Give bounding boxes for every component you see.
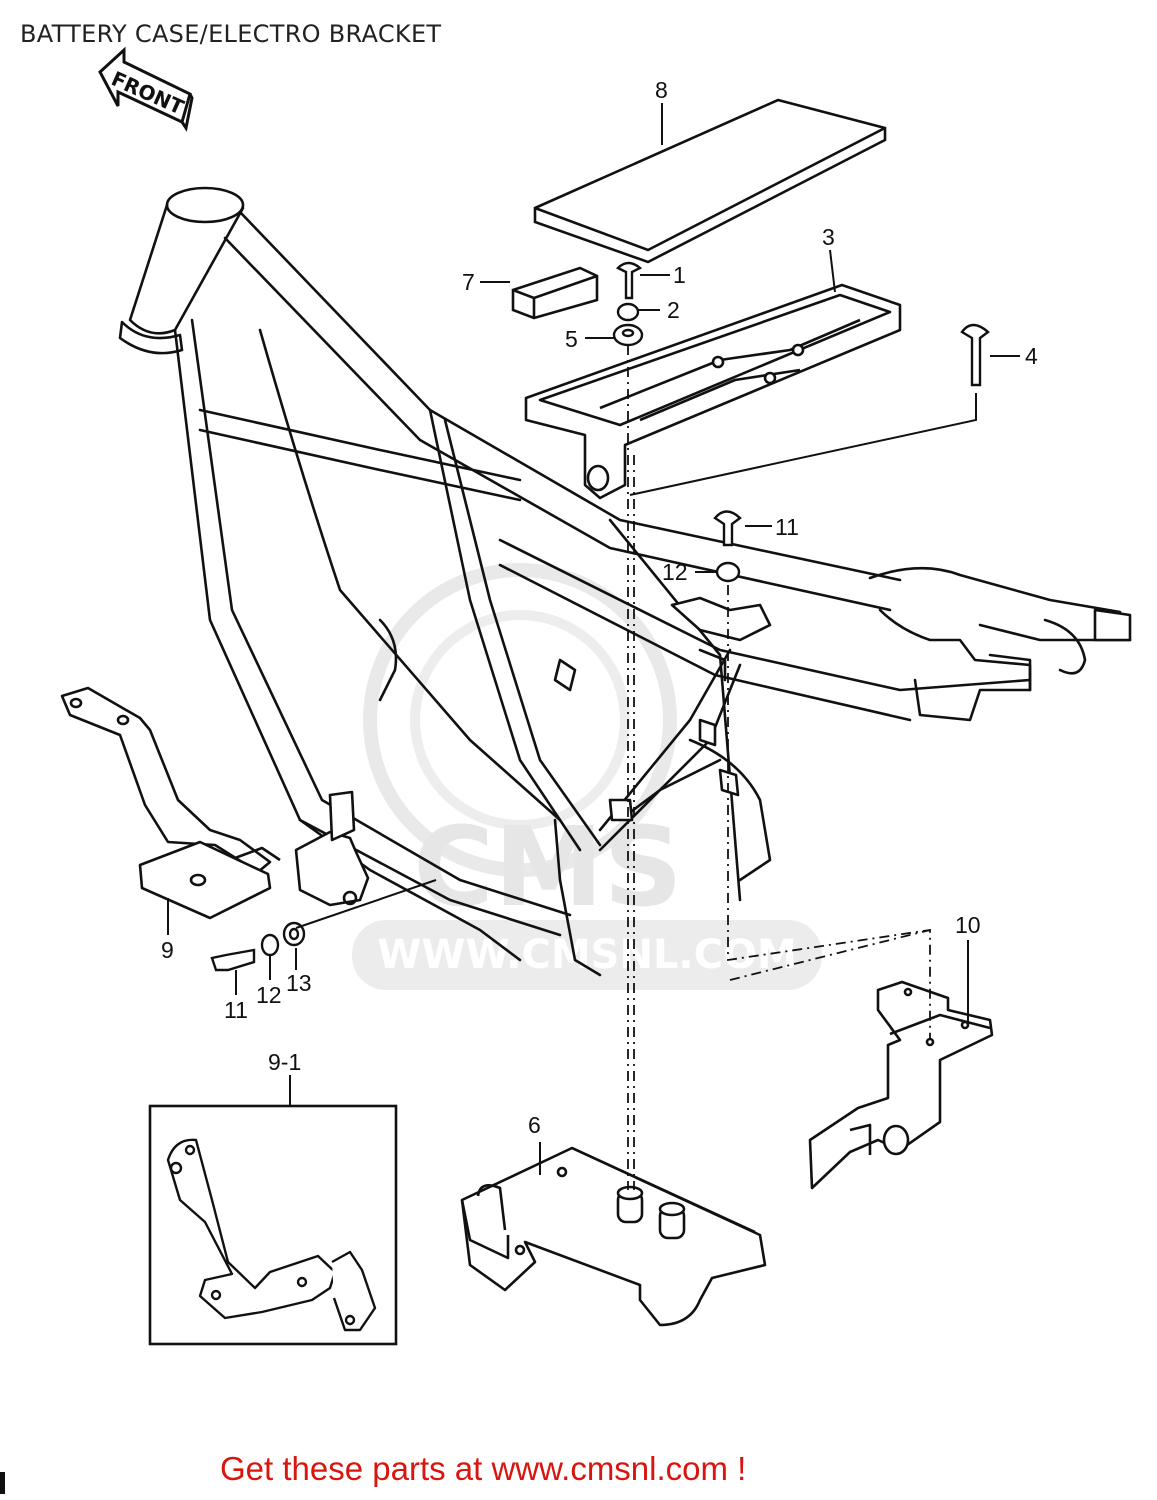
part-12-nut-top bbox=[715, 561, 741, 583]
callout-9-1: 9-1 bbox=[268, 1049, 301, 1075]
frame bbox=[118, 186, 1132, 977]
hardware bbox=[210, 261, 990, 972]
callout-8: 8 bbox=[655, 77, 668, 103]
part-1-bolt bbox=[615, 261, 643, 300]
callout-4: 4 bbox=[1025, 343, 1038, 369]
part-9-bracket bbox=[60, 686, 281, 920]
leader-lines bbox=[167, 103, 1020, 1175]
part-3-battery-case bbox=[524, 283, 902, 500]
page-title: BATTERY CASE/ELECTRO BRACKET bbox=[20, 20, 442, 48]
callout-7: 7 bbox=[462, 269, 475, 295]
watermark: CMS WWW.CMSNL.COM bbox=[352, 563, 822, 990]
callout-2: 2 bbox=[667, 297, 680, 323]
part-9-1-inset bbox=[148, 1104, 398, 1346]
part-4-bolt bbox=[960, 323, 990, 387]
callout-12-top: 12 bbox=[662, 559, 688, 585]
callout-1: 1 bbox=[673, 262, 686, 288]
part-7-rubber-block bbox=[511, 266, 599, 320]
margin-mark bbox=[0, 1472, 5, 1494]
callout-9: 9 bbox=[161, 937, 174, 963]
callout-10: 10 bbox=[955, 912, 981, 938]
part-11-bolt-bottom bbox=[210, 948, 256, 972]
part-12-washer-bottom bbox=[260, 933, 280, 957]
callouts: 8 3 7 1 2 5 4 11 12 9 11 12 13 10 9-1 6 bbox=[161, 77, 1038, 1138]
callout-5: 5 bbox=[565, 326, 578, 352]
callout-11-bottom: 11 bbox=[224, 997, 248, 1023]
promo-link[interactable]: Get these parts at www.cmsnl.com ! bbox=[220, 1450, 747, 1487]
callout-12-bottom: 12 bbox=[256, 982, 282, 1008]
callout-6: 6 bbox=[528, 1112, 541, 1138]
watermark-brand: CMS bbox=[413, 803, 682, 931]
part-2-washer bbox=[616, 302, 640, 322]
front-arrow-tag: FRONT bbox=[98, 46, 194, 132]
part-6-battery-holder bbox=[460, 1146, 767, 1327]
watermark-url: WWW.CMSNL.COM bbox=[377, 932, 797, 978]
part-10-electric-bracket bbox=[808, 980, 994, 1190]
part-11-bolt-top bbox=[713, 510, 742, 547]
callout-11-top: 11 bbox=[775, 514, 799, 540]
callout-3: 3 bbox=[822, 224, 835, 250]
part-8-battery-mat bbox=[533, 98, 887, 264]
assembly-lines bbox=[627, 345, 931, 1190]
callout-13: 13 bbox=[286, 970, 312, 996]
